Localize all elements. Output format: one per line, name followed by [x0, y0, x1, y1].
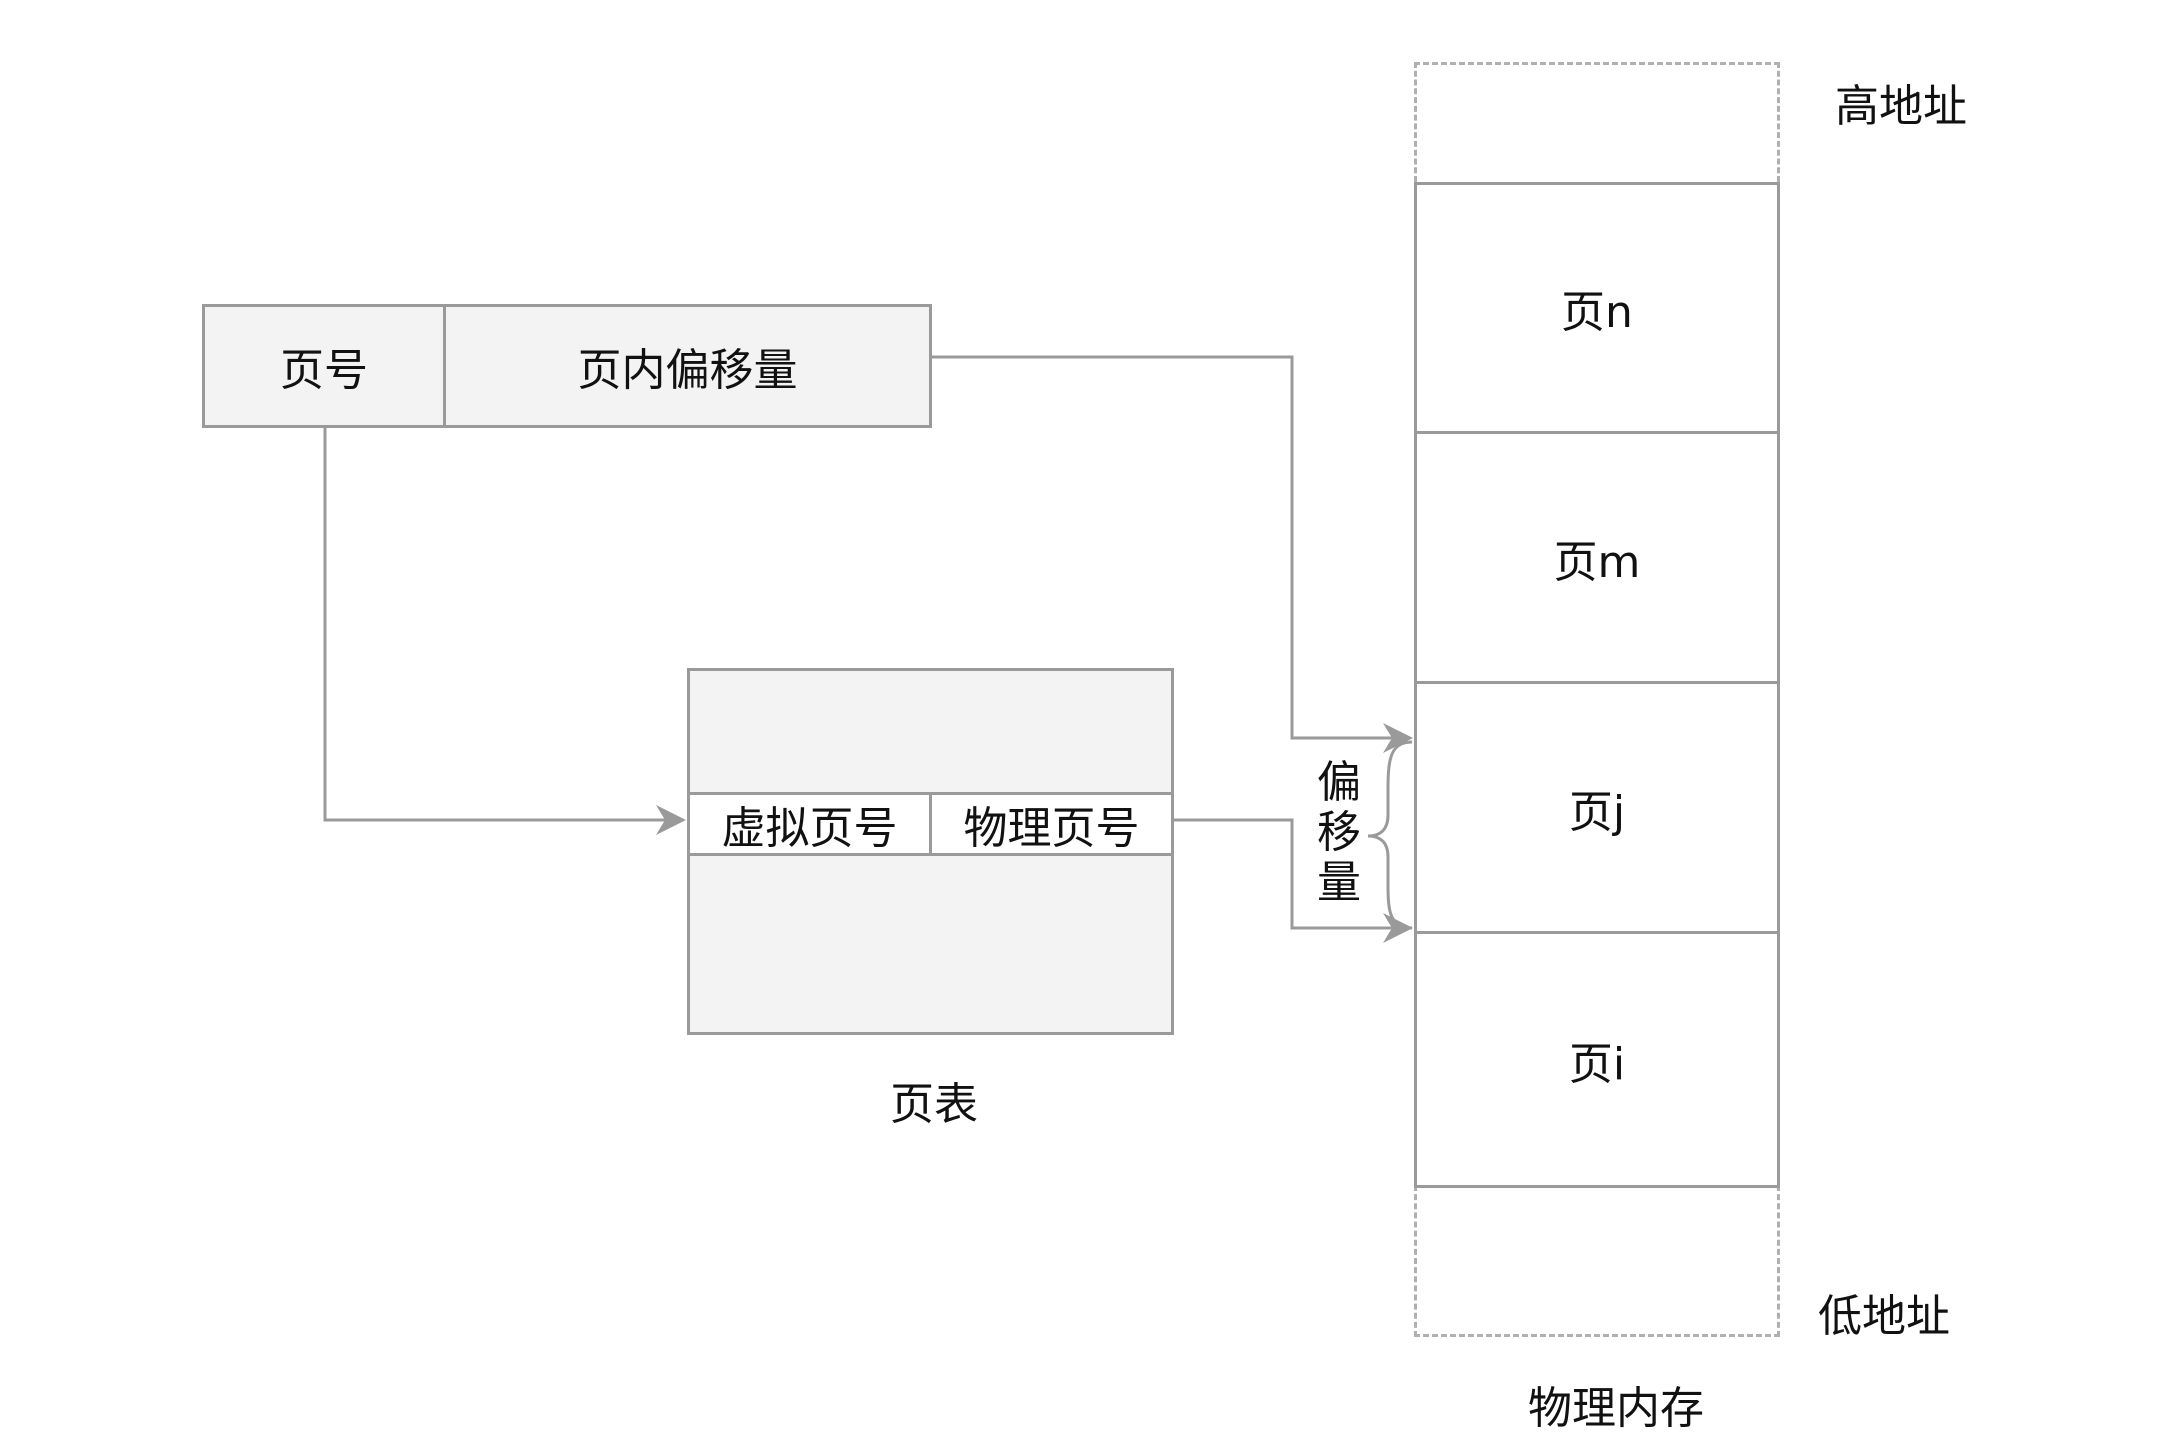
- virtual-address-bar: 页号 页内偏移量: [202, 304, 932, 428]
- page-offset-field: 页内偏移量: [446, 307, 929, 425]
- memory-page-j: 页j: [1414, 681, 1780, 934]
- offset-char-1: 偏: [1317, 757, 1361, 808]
- memory-page-j-label: 页j: [1568, 786, 1626, 838]
- memory-low-region: [1414, 1185, 1780, 1337]
- physical-page-number-cell: 物理页号: [932, 795, 1171, 854]
- virtual-page-number-label: 虚拟页号: [721, 803, 898, 854]
- memory-high-region: [1414, 62, 1780, 182]
- high-address-label: 高地址: [1835, 81, 1967, 132]
- physical-page-number-label: 物理页号: [963, 803, 1140, 854]
- virtual-page-number-cell: 虚拟页号: [690, 795, 932, 854]
- offset-brace-label: 偏 移 量: [1314, 758, 1364, 908]
- page-table-entry-row: 虚拟页号 物理页号: [690, 792, 1171, 856]
- page-offset-label: 页内偏移量: [577, 345, 798, 396]
- physical-memory-caption: 物理内存: [1528, 1383, 1704, 1434]
- memory-page-m-label: 页m: [1553, 536, 1641, 588]
- page-number-field: 页号: [205, 307, 446, 425]
- offset-char-2: 移: [1317, 807, 1361, 858]
- memory-page-i: 页i: [1414, 931, 1780, 1188]
- page-number-to-table-arrow: [323, 428, 686, 835]
- physical-page-to-memory-arrow: [1174, 818, 1413, 943]
- memory-page-i-label: 页i: [1568, 1038, 1626, 1090]
- offset-char-3: 量: [1317, 857, 1361, 908]
- offset-brace: [1367, 740, 1413, 930]
- low-address-label: 低地址: [1818, 1291, 1950, 1342]
- memory-page-m: 页m: [1414, 431, 1780, 684]
- page-table: 虚拟页号 物理页号: [687, 668, 1174, 1035]
- page-table-caption: 页表: [890, 1079, 978, 1130]
- page-number-label: 页号: [280, 345, 368, 396]
- memory-page-n: 页n: [1414, 182, 1780, 434]
- offset-to-page-top-arrow: [932, 355, 1413, 753]
- memory-page-n-label: 页n: [1561, 287, 1633, 338]
